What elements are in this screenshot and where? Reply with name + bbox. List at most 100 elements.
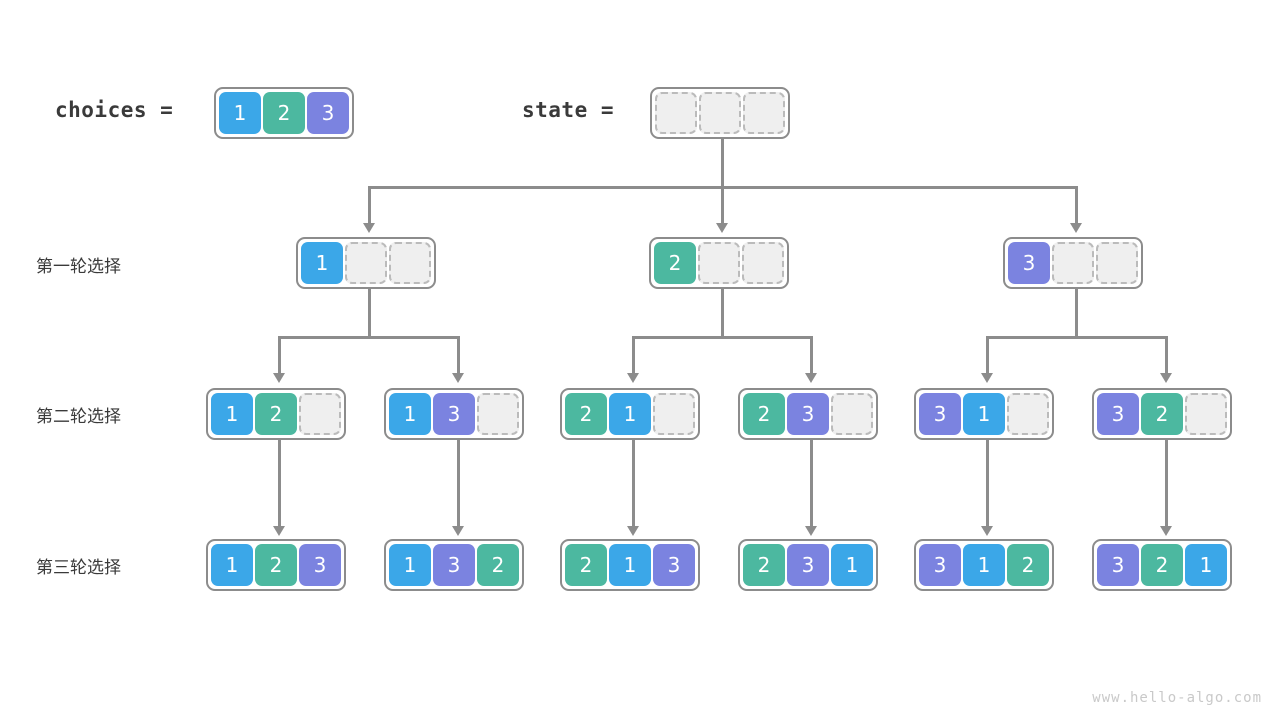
choices-label: choices =	[55, 98, 174, 122]
level1-node1-cell-2	[345, 242, 387, 284]
level3-node5-cell-3: 2	[1007, 544, 1049, 586]
level2-node1-cell-1: 1	[211, 393, 253, 435]
level1-node3-cell-1: 3	[1008, 242, 1050, 284]
level2-node2-cell-1: 1	[389, 393, 431, 435]
level2-node3-cell-2: 1	[609, 393, 651, 435]
level2-node1-cell-2: 2	[255, 393, 297, 435]
arrowhead-l1-b	[715, 223, 728, 233]
level3-node3-cell-3: 3	[653, 544, 695, 586]
connector-l3-3	[632, 439, 635, 527]
row-label-round-2: 第二轮选择	[36, 407, 121, 427]
level3-node2-cell-3: 2	[477, 544, 519, 586]
state-node-level1-3: 3	[1003, 237, 1143, 289]
level2-node4-cell-2: 3	[787, 393, 829, 435]
arrowhead-l3-3	[626, 526, 639, 536]
state-root-cell-1	[655, 92, 697, 134]
level3-node1-cell-1: 1	[211, 544, 253, 586]
connector-branch-l1-c	[1075, 186, 1078, 224]
level1-node2-cell-3	[742, 242, 784, 284]
level3-node1-cell-2: 2	[255, 544, 297, 586]
arrowhead-l2-b2	[804, 373, 817, 383]
connector-branch-l1-a	[368, 186, 371, 224]
arrowhead-l2-b1	[626, 373, 639, 383]
level3-node5-cell-2: 1	[963, 544, 1005, 586]
state-root-cell-2	[699, 92, 741, 134]
level1-node3-cell-2	[1052, 242, 1094, 284]
arrowhead-l3-2	[451, 526, 464, 536]
connector-branch-l2-b2	[810, 336, 813, 374]
connector-branch-l2-c2	[1165, 336, 1168, 374]
choices-cell-1: 1	[219, 92, 261, 134]
arrowhead-l1-a	[362, 223, 375, 233]
arrowhead-l3-5	[980, 526, 993, 536]
level1-node1-cell-1: 1	[301, 242, 343, 284]
level2-node6-cell-2: 2	[1141, 393, 1183, 435]
row-label-round-1: 第一轮选择	[36, 257, 121, 277]
level2-node5-cell-2: 1	[963, 393, 1005, 435]
connector-l3-4	[810, 439, 813, 527]
level2-node6-cell-3	[1185, 393, 1227, 435]
level2-node2-cell-3	[477, 393, 519, 435]
level2-node5-cell-1: 3	[919, 393, 961, 435]
level2-node1-cell-3	[299, 393, 341, 435]
state-node-level1-2: 2	[649, 237, 789, 289]
level2-node6-cell-1: 3	[1097, 393, 1139, 435]
state-label: state =	[522, 98, 615, 122]
level3-node4-cell-1: 2	[743, 544, 785, 586]
connector-bus-l2-a	[278, 336, 460, 339]
connector-l1b-trunk	[721, 288, 724, 339]
connector-l3-6	[1165, 439, 1168, 527]
level3-node6-cell-3: 1	[1185, 544, 1227, 586]
connector-branch-l1-b	[721, 186, 724, 224]
connector-bus-l2-b	[632, 336, 813, 339]
level2-node3-cell-1: 2	[565, 393, 607, 435]
arrowhead-l2-a1	[272, 373, 285, 383]
connector-l1c-trunk	[1075, 288, 1078, 339]
connector-branch-l2-a2	[457, 336, 460, 374]
level1-node2-cell-1: 2	[654, 242, 696, 284]
choices-cell-3: 3	[307, 92, 349, 134]
connector-bus-l2-c	[986, 336, 1168, 339]
arrowhead-l1-c	[1069, 223, 1082, 233]
level3-node5-cell-1: 3	[919, 544, 961, 586]
level3-node4-cell-3: 1	[831, 544, 873, 586]
connector-branch-l2-c1	[986, 336, 989, 374]
level3-node4-cell-2: 3	[787, 544, 829, 586]
level2-node4-cell-3	[831, 393, 873, 435]
connector-l3-2	[457, 439, 460, 527]
level2-node2-cell-2: 3	[433, 393, 475, 435]
level3-node3-cell-1: 2	[565, 544, 607, 586]
connector-l3-5	[986, 439, 989, 527]
arrowhead-l2-a2	[451, 373, 464, 383]
level1-node2-cell-2	[698, 242, 740, 284]
choices-cell-2: 2	[263, 92, 305, 134]
connector-l1a-trunk	[368, 288, 371, 339]
watermark: www.hello-algo.com	[1092, 690, 1262, 706]
level3-node2-cell-2: 3	[433, 544, 475, 586]
arrowhead-l3-6	[1159, 526, 1172, 536]
level3-node1-cell-3: 3	[299, 544, 341, 586]
arrowhead-l3-1	[272, 526, 285, 536]
row-label-round-3: 第三轮选择	[36, 558, 121, 578]
connector-branch-l2-b1	[632, 336, 635, 374]
arrowhead-l3-4	[804, 526, 817, 536]
connector-branch-l2-a1	[278, 336, 281, 374]
state-root-cell-3	[743, 92, 785, 134]
level1-node3-cell-3	[1096, 242, 1138, 284]
state-node-level1-1: 1	[296, 237, 436, 289]
level1-node1-cell-3	[389, 242, 431, 284]
state-root-array	[650, 87, 790, 139]
level3-node6-cell-1: 3	[1097, 544, 1139, 586]
